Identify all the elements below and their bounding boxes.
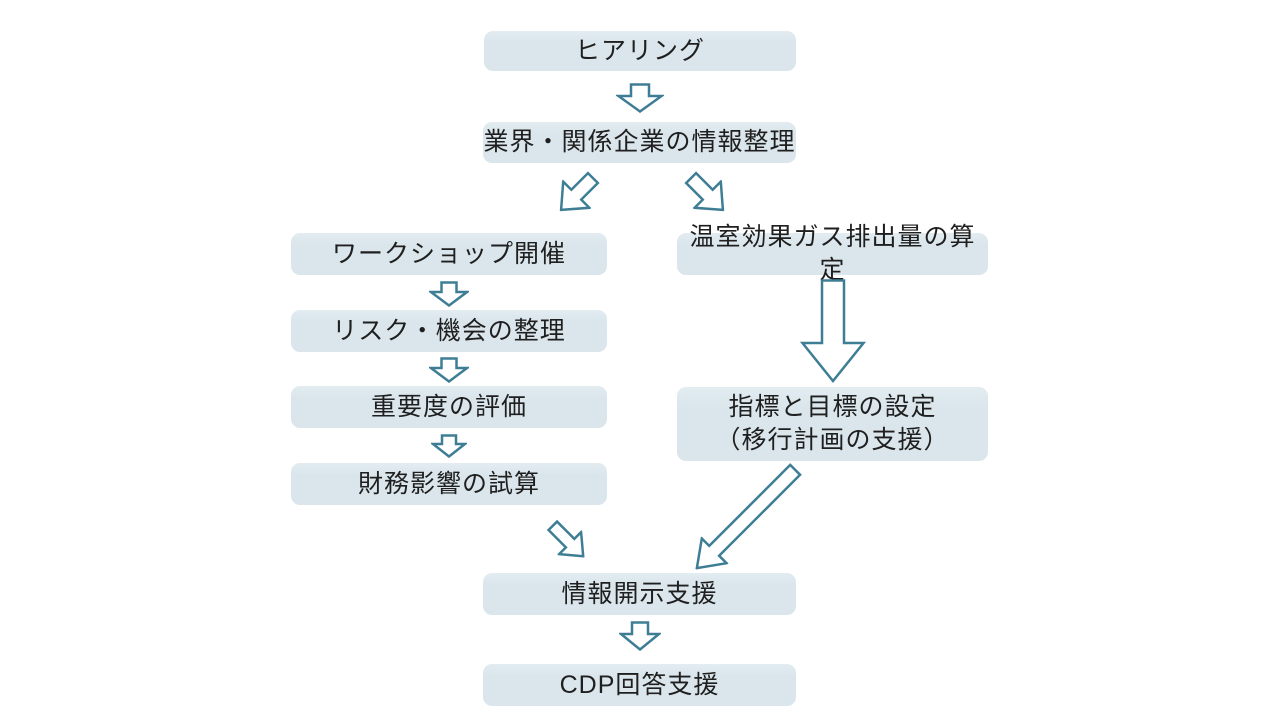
- node-info-organization: 業界・関係企業の情報整理: [483, 122, 796, 163]
- long-down-left-arrow-icon: [695, 463, 802, 570]
- node-financial-impact-label: 財務影響の試算: [357, 469, 540, 498]
- node-workshop-label: ワークショップ開催: [331, 239, 566, 268]
- node-workshop: ワークショップ開催: [291, 233, 607, 275]
- node-disclosure-support-label: 情報開示支援: [561, 579, 718, 608]
- node-importance-evaluation: 重要度の評価: [291, 386, 607, 428]
- down-arrow-icon: [616, 83, 664, 113]
- node-targets-setting-line2: （移行計画の支援）: [715, 426, 950, 454]
- node-importance-evaluation-label: 重要度の評価: [370, 392, 527, 421]
- down-right-arrow-icon: [546, 519, 585, 558]
- node-targets-setting: 指標と目標の設定 （移行計画の支援）: [677, 387, 988, 461]
- node-ghg-calculation: 温室効果ガス排出量の算定: [677, 223, 988, 284]
- node-financial-impact: 財務影響の試算: [291, 463, 607, 505]
- node-risk-opportunity: リスク・機会の整理: [291, 310, 607, 352]
- node-hearing-label: ヒアリング: [574, 36, 705, 65]
- node-disclosure-support: 情報開示支援: [483, 573, 796, 615]
- down-left-arrow-icon: [559, 171, 600, 212]
- node-info-organization-label: 業界・関係企業の情報整理: [483, 128, 796, 156]
- node-targets-setting-line1: 指標と目標の設定: [728, 393, 937, 421]
- node-risk-opportunity-label: リスク・機会の整理: [332, 316, 566, 345]
- down-arrow-icon: [431, 434, 467, 458]
- down-right-arrow-icon: [684, 171, 725, 212]
- node-ghg-calculation-label: 温室効果ガス排出量の算定: [689, 223, 976, 284]
- down-arrow-icon: [429, 357, 469, 383]
- long-down-arrow-icon: [800, 279, 866, 383]
- down-arrow-icon: [619, 621, 661, 651]
- node-cdp-support: CDP回答支援: [483, 664, 796, 706]
- node-cdp-support-label: CDP回答支援: [559, 670, 720, 699]
- node-hearing: ヒアリング: [484, 31, 796, 71]
- down-arrow-icon: [429, 281, 469, 307]
